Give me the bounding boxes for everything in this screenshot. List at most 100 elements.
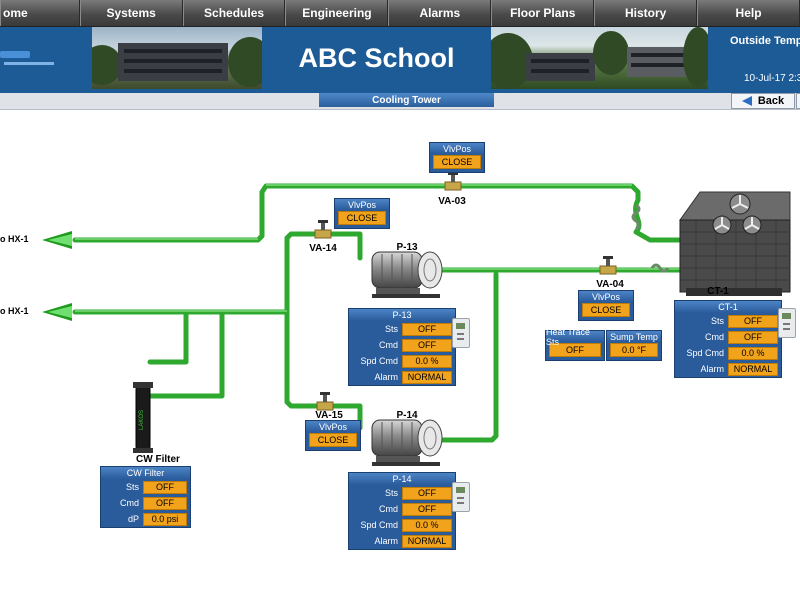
status-value[interactable]: NORMAL [728, 362, 778, 376]
cw-filter[interactable]: LAKOS [133, 382, 153, 453]
valve-panel-title: VlvPos [306, 421, 360, 432]
building-photo-left [92, 27, 262, 89]
hx-arrow-bottom [42, 303, 72, 321]
filter-label: CW Filter [136, 454, 180, 465]
status-key: Alarm [374, 536, 398, 546]
hx-label-top: o HX-1 [0, 234, 29, 244]
nav-history[interactable]: History [594, 0, 698, 26]
valve-position-va14[interactable]: CLOSE [338, 211, 386, 225]
status-value[interactable]: OFF [402, 502, 452, 516]
valve-panel-va14: VlvPos CLOSE [334, 198, 390, 229]
back-arrow-icon [741, 96, 752, 106]
status-panel-title: P-13 [349, 309, 455, 321]
status-value[interactable]: OFF [143, 496, 187, 510]
hx-label-bottom: o HX-1 [0, 306, 29, 316]
valve-panel-va03: VlvPos CLOSE [429, 142, 485, 173]
pump-label-p14: P-14 [396, 410, 418, 421]
nav-alarms[interactable]: Alarms [388, 0, 492, 26]
nav-schedules[interactable]: Schedules [182, 0, 286, 26]
valve-label-va04: VA-04 [596, 279, 624, 290]
status-key: dP [127, 514, 139, 524]
valve-position-va04[interactable]: CLOSE [582, 303, 630, 317]
status-key: Spd Cmd [686, 348, 724, 358]
status-key: Cmd [704, 332, 724, 342]
valve-label-va15: VA-15 [315, 410, 343, 421]
status-key: Spd Cmd [360, 356, 398, 366]
filter-brand: LAKOS [139, 410, 145, 430]
valve-icon[interactable] [444, 172, 462, 191]
status-panel-title: CW Filter [101, 467, 190, 479]
status-value[interactable]: OFF [728, 314, 778, 328]
company-logo [0, 49, 58, 71]
hx-arrow-top [42, 231, 72, 249]
back-button[interactable]: Back [731, 93, 795, 109]
status-value[interactable]: 0.0 % [728, 346, 778, 360]
valve-label-va03: VA-03 [438, 196, 466, 207]
status-value[interactable]: OFF [402, 322, 452, 336]
sump-temp-panel: Sump Temp 0.0 °F [606, 330, 662, 361]
pump-label-p13: P-13 [396, 242, 418, 253]
hose-connector [631, 203, 670, 273]
heat-trace-status[interactable]: OFF [549, 343, 601, 357]
valve-label-va14: VA-14 [309, 243, 337, 254]
status-key: Alarm [374, 372, 398, 382]
status-value[interactable]: 0.0 % [402, 518, 452, 532]
status-key: Sts [384, 488, 398, 498]
nav-floor-plans[interactable]: Floor Plans [491, 0, 595, 26]
valve-panel-va04: VlvPos CLOSE [578, 290, 634, 321]
status-value[interactable]: NORMAL [402, 534, 452, 548]
status-value[interactable]: 0.0 % [402, 354, 452, 368]
status-value[interactable]: NORMAL [402, 370, 452, 384]
nav-home[interactable]: ome [0, 0, 80, 26]
thermostat-icon[interactable] [778, 308, 796, 338]
page-title: ABC School [298, 42, 455, 73]
status-value[interactable]: OFF [728, 330, 778, 344]
pump-icon[interactable] [371, 251, 443, 298]
header-banner: ABC School Outside Temp 10-Jul-17 2:3 [0, 27, 800, 93]
cooling-tower[interactable] [679, 191, 791, 296]
valve-panel-title: VlvPos [430, 143, 484, 154]
main-nav: ome Systems Schedules Engineering Alarms… [0, 0, 800, 27]
outside-temp-label: Outside Temp [730, 35, 800, 47]
fan-icon [712, 193, 762, 235]
status-value[interactable]: 0.0 psi [143, 512, 187, 526]
thermostat-icon[interactable] [452, 318, 470, 348]
status-value[interactable]: OFF [402, 338, 452, 352]
back-button-label: Back [757, 95, 785, 107]
date-time: 10-Jul-17 2:3 [744, 73, 800, 84]
status-key: Sts [384, 324, 398, 334]
status-key: Sts [710, 316, 724, 326]
valve-icon[interactable] [316, 392, 334, 411]
valve-icon[interactable] [314, 220, 332, 239]
nav-engineering[interactable]: Engineering [285, 0, 389, 26]
status-key: Cmd [119, 498, 139, 508]
pump-icon[interactable] [371, 419, 443, 466]
status-key: Sts [125, 482, 139, 492]
heat-trace-title: Heat Trace Sts [546, 327, 604, 347]
forward-button[interactable] [796, 93, 800, 109]
valve-panel-va15: VlvPos CLOSE [305, 420, 361, 451]
status-panel-title: P-14 [349, 473, 455, 485]
nav-systems[interactable]: Systems [79, 0, 183, 26]
status-value[interactable]: OFF [143, 480, 187, 494]
valve-position-va15[interactable]: CLOSE [309, 433, 357, 447]
sump-temp-value[interactable]: 0.0 °F [610, 343, 658, 357]
valve-panel-title: VlvPos [335, 199, 389, 210]
status-key: Cmd [378, 504, 398, 514]
thermostat-icon[interactable] [452, 482, 470, 512]
heat-trace-panel: Heat Trace Sts OFF [545, 327, 605, 361]
valve-icon[interactable] [599, 256, 617, 275]
status-panel-title: CT-1 [675, 301, 781, 313]
sump-temp-title: Sump Temp [607, 331, 661, 342]
sub-toolbar: Cooling Tower Back [0, 93, 800, 110]
status-key: Cmd [378, 340, 398, 350]
status-key: Spd Cmd [360, 520, 398, 530]
page-label: Cooling Tower [319, 93, 494, 107]
tower-label: CT-1 [707, 286, 729, 297]
valve-panel-title: VlvPos [579, 291, 633, 302]
status-value[interactable]: OFF [402, 486, 452, 500]
valve-position-va03[interactable]: CLOSE [433, 155, 481, 169]
